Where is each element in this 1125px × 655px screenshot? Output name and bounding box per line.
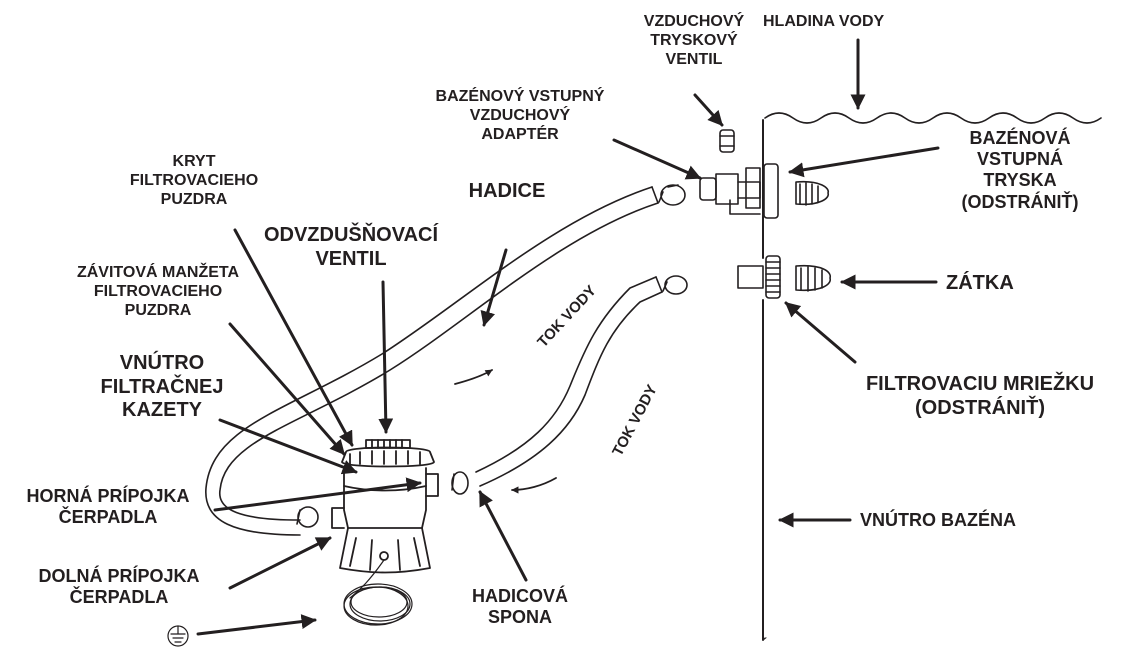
arrow-strainer-grid bbox=[784, 301, 857, 364]
label-pool-inlet-nozzle: BAZÉNOVÁ VSTUPNÁ TRYSKA (ODSTRÁNIŤ) bbox=[961, 128, 1079, 212]
label-inside-filter-cartridge: VNÚTRO FILTRAČNEJ KAZETY bbox=[100, 352, 224, 422]
hose-clamp-mid bbox=[662, 275, 688, 295]
arrow-upper-connection bbox=[213, 477, 422, 512]
label-inside-pool: VNÚTRO BAZÉNA bbox=[860, 510, 1016, 530]
arrow-air-jet-valve bbox=[693, 93, 724, 127]
arrow-air-adapter bbox=[612, 138, 702, 180]
strainer-fitting bbox=[737, 255, 831, 299]
arrow-lower-connection bbox=[228, 536, 332, 590]
flow-arrow-upper bbox=[454, 369, 493, 385]
label-filter-housing-thread-collar: ZÁVITOVÁ MANŽETA FILTROVACIEHO PUZDRA bbox=[76, 264, 240, 319]
label-water-level: HLADINA VODY bbox=[763, 13, 885, 30]
flow-arrow-lower bbox=[511, 477, 557, 494]
label-air-release-valve: ODVZDUŠŇOVACÍ VENTIL bbox=[263, 224, 439, 270]
label-lower-pump-connection: DOLNÁ PRÍPOJKA ČERPADLA bbox=[38, 566, 200, 608]
arrow-thread-collar bbox=[228, 322, 346, 456]
label-strainer-grid: FILTROVACIU MRIEŽKU (ODSTRÁNIŤ) bbox=[865, 373, 1095, 419]
hose-clamp-top bbox=[658, 184, 686, 206]
label-air-jet-valve: VZDUCHOVÝ TRYSKOVÝ VENTIL bbox=[643, 13, 745, 68]
arrow-inlet-nozzle bbox=[788, 146, 940, 178]
label-pool-inlet-air-adapter: BAZÉNOVÝ VSTUPNÝ VZDUCHOVÝ ADAPTÉR bbox=[435, 88, 605, 143]
power-cord bbox=[343, 559, 413, 626]
label-upper-pump-connection: HORNÁ PRÍPOJKA ČERPADLA bbox=[26, 486, 190, 528]
water-surface-wave bbox=[764, 112, 1102, 124]
arrow-filter-cover bbox=[233, 228, 354, 447]
hose-clamp-pump-upper bbox=[451, 471, 469, 495]
label-hose: HADICE bbox=[468, 180, 546, 202]
arrow-hose-clamp bbox=[478, 490, 528, 582]
label-hose-clamp: HADICOVÁ SPONA bbox=[471, 586, 568, 628]
hose-clamp-pump-lower bbox=[296, 506, 319, 528]
earth-ground-icon bbox=[167, 625, 189, 647]
arrow-ground bbox=[196, 614, 317, 636]
label-filter-housing-cover: KRYT FILTROVACIEHO PUZDRA bbox=[129, 153, 259, 208]
arrow-hose bbox=[480, 248, 508, 327]
label-plug: ZÁTKA bbox=[946, 272, 1014, 294]
arrow-cartridge bbox=[218, 418, 358, 475]
arrow-air-release-valve bbox=[378, 280, 394, 434]
filter-pump bbox=[331, 439, 439, 574]
pool-inlet-fitting bbox=[699, 129, 829, 219]
stray-mark: ´ bbox=[762, 636, 768, 653]
lower-hose bbox=[475, 276, 663, 487]
upper-hose bbox=[205, 186, 659, 536]
